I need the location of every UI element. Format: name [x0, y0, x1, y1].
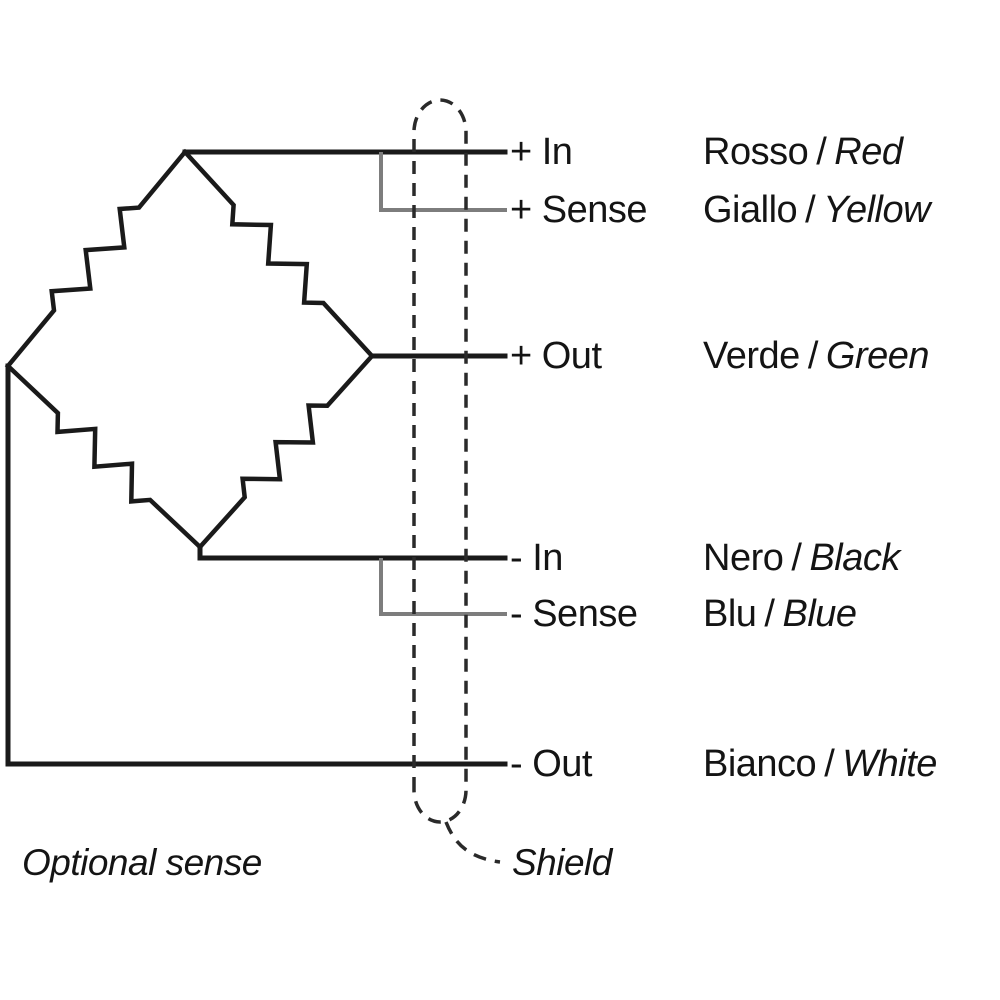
optional-sense-note: Optional sense [22, 842, 262, 883]
wire-color-english: Blue [782, 593, 857, 635]
terminal-signal: + Out [510, 335, 602, 377]
wheatstone-bridge [4, 148, 376, 551]
wire-color-italian: Blu [703, 593, 757, 635]
terminal-signal: - Out [510, 743, 592, 785]
wire-color-italian: Nero [703, 537, 784, 579]
pos-sense-wire [379, 152, 507, 212]
wire-color-italian: Giallo [703, 189, 798, 231]
wire-color-label: Verde/Green [703, 335, 930, 377]
separator: / [764, 593, 775, 635]
neg-sense-wire [379, 558, 507, 616]
terminal-row-pos-in: + In Rosso/Red [510, 132, 903, 172]
terminal-row-neg-out: - Out Bianco/White [510, 744, 937, 784]
separator: / [791, 537, 802, 579]
neg-in-wire [197, 544, 508, 561]
shield-pointer-line [444, 821, 501, 864]
terminal-row-neg-in: - In Nero/Black [510, 538, 900, 578]
wire-color-label: Bianco/White [703, 743, 937, 785]
terminal-signal: - Sense [510, 593, 638, 635]
wire-color-english: Yellow [823, 189, 931, 231]
resistor-top-left-icon [4, 148, 189, 370]
separator: / [807, 335, 819, 377]
wire-color-label: Giallo/Yellow [703, 189, 931, 231]
wire-color-english: Black [809, 537, 900, 579]
shield-outline-icon [412, 98, 468, 824]
terminal-signal: + In [510, 131, 573, 173]
separator: / [805, 189, 816, 231]
resistor-bottom-right-icon [196, 352, 376, 551]
terminal-signal: - In [510, 537, 563, 579]
wire-color-italian: Verde [703, 335, 800, 377]
wire-color-english: Green [825, 335, 930, 377]
terminal-row-pos-sense: + Sense Giallo/Yellow [510, 189, 931, 231]
terminal-signal: + Sense [510, 189, 648, 231]
wire-color-italian: Rosso [703, 131, 809, 173]
wire-color-english: Red [834, 131, 903, 173]
wire-color-label: Nero/Black [703, 537, 900, 579]
separator: / [824, 743, 835, 785]
terminal-row-pos-out: + Out Verde/Green [510, 335, 930, 377]
wire-color-label: Rosso/Red [703, 131, 903, 173]
resistor-bottom-left-icon [4, 362, 204, 551]
wire-color-english: White [842, 743, 937, 785]
resistor-top-right-icon [181, 148, 376, 360]
terminal-row-neg-sense: - Sense Blu/Blue [510, 594, 857, 634]
wire-color-italian: Bianco [703, 743, 817, 785]
separator: / [816, 131, 827, 173]
neg-out-wire [5, 363, 508, 767]
shield-note: Shield [512, 842, 612, 883]
wire-color-label: Blu/Blue [703, 593, 857, 635]
